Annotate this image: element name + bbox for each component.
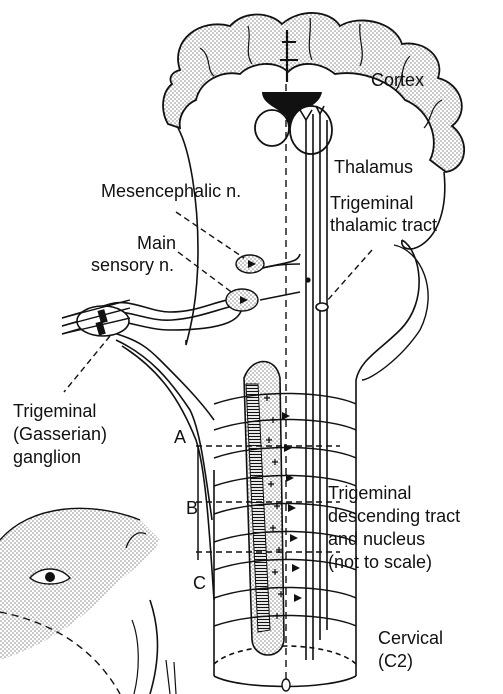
label-descending-line2: descending tract: [328, 506, 460, 527]
label-main-sensory-line2: sensory n.: [91, 255, 174, 276]
label-zone-b: B: [186, 498, 198, 519]
label-trigeminal-thalamic-line1: Trigeminal: [330, 193, 413, 214]
label-zone-a: A: [174, 427, 186, 448]
label-main-sensory-line1: Main: [137, 233, 176, 254]
label-descending-line1: Trigeminal: [328, 483, 411, 504]
label-ganglion-line2: (Gasserian): [13, 424, 107, 445]
thalamic-bracket: [362, 245, 428, 380]
label-mesencephalic: Mesencephalic n.: [101, 181, 241, 202]
label-cervical-line2: (C2): [378, 651, 413, 672]
fibre-arrowheads: [282, 412, 302, 602]
label-zone-c: C: [193, 573, 206, 594]
label-thalamus: Thalamus: [334, 157, 413, 178]
face-drawing: [0, 508, 176, 694]
main-sensory-nucleus: [226, 289, 258, 311]
label-descending-line3: and nucleus: [328, 529, 425, 550]
label-ganglion-line1: Trigeminal: [13, 401, 96, 422]
label-cervical-line1: Cervical: [378, 628, 443, 649]
mesencephalic-nucleus: [236, 255, 264, 273]
thalamic-tract: [300, 106, 328, 660]
label-trigeminal-thalamic-line2: thalamic tract: [330, 215, 437, 236]
label-cortex: Cortex: [371, 70, 424, 91]
label-descending-line4: (not to scale): [328, 552, 432, 573]
descending-nucleus: [244, 362, 284, 656]
label-ganglion-line3: ganglion: [13, 447, 81, 468]
